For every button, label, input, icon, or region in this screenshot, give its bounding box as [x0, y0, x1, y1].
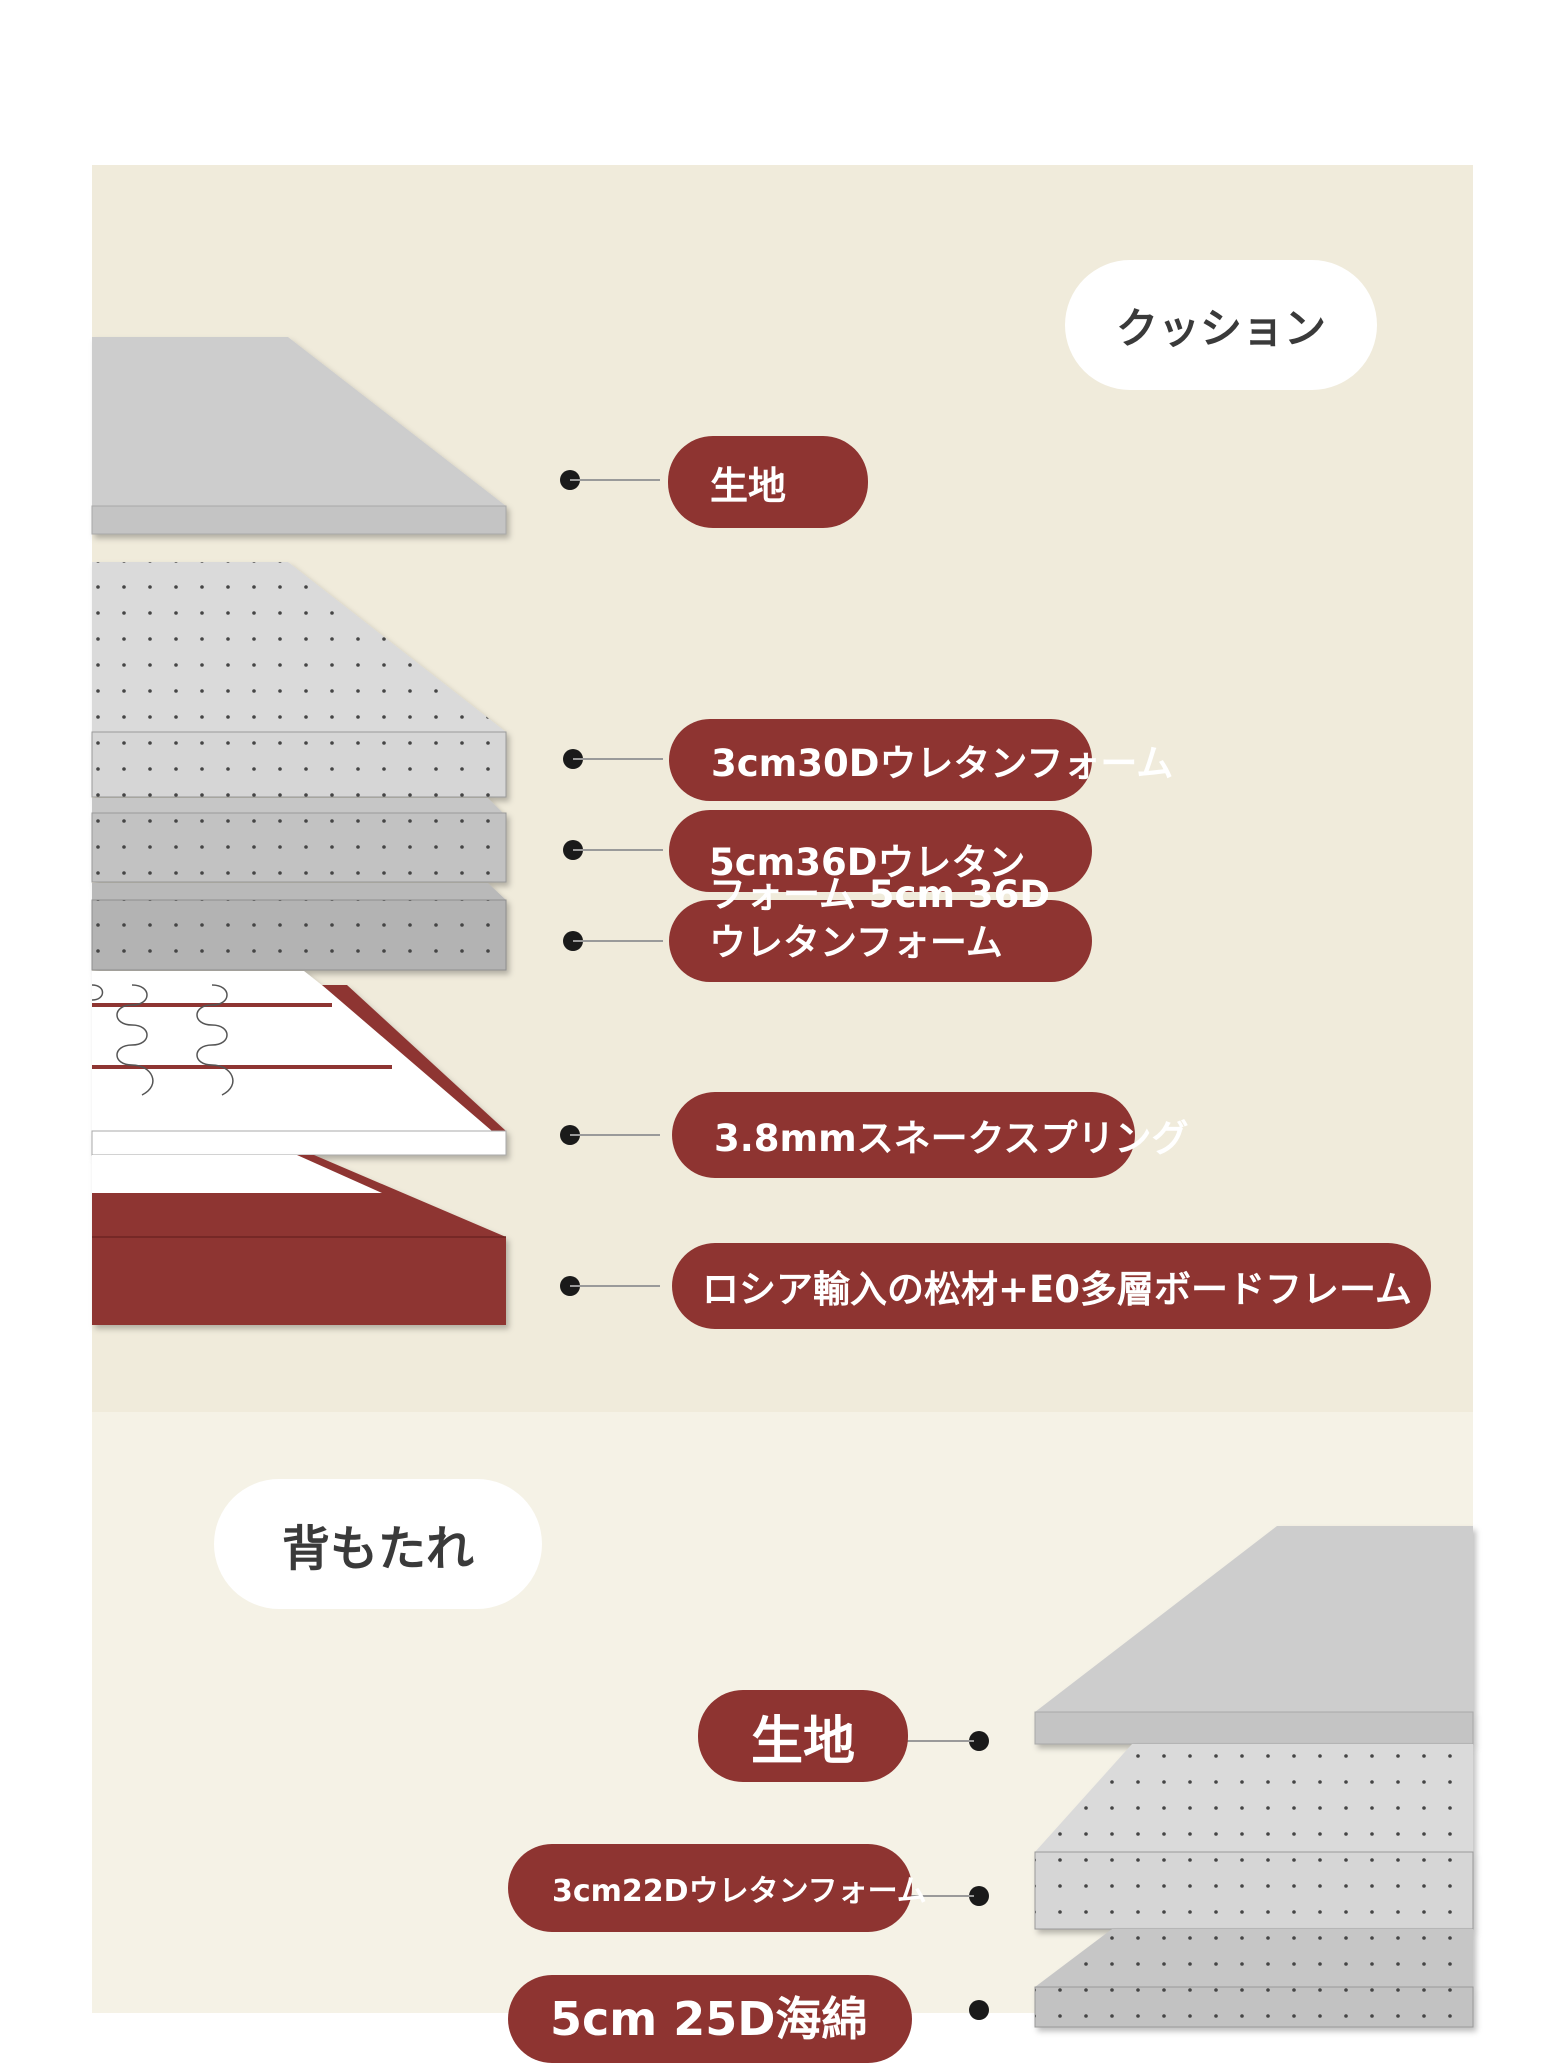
label-frame: ロシア輸入の松材+E0多層ボードフレーム [672, 1243, 1431, 1329]
leader-line [573, 849, 663, 851]
leader-line [573, 940, 663, 942]
back-label-foam-5cm: 5cm 25D海綿 [508, 1975, 912, 2063]
label-spring: 3.8mmスネークスプリング [672, 1092, 1189, 1178]
back-label-fabric: 生地 [698, 1690, 908, 1782]
leader-line [573, 758, 663, 760]
leader-dot [969, 1886, 989, 1906]
leader-dot [969, 2000, 989, 2020]
back-foam-5cm-layer [1034, 1929, 1474, 2028]
foam-5cm-layer-b [91, 883, 507, 971]
label-foam-5cm-a: 5cm36Dウレタン [669, 810, 1092, 892]
foam-3cm-layer [91, 562, 507, 798]
label-foam-5cm-b: ウレタンフォーム [669, 900, 1092, 982]
leader-line [879, 1740, 974, 1742]
label-foam-5cm-overlap: フォーム 5cm 36D [709, 873, 1051, 916]
frame-layer [92, 1155, 506, 1325]
cushion-title: クッション [1065, 260, 1377, 390]
label-fabric: 生地 [668, 436, 868, 528]
back-label-foam-3cm: 3cm22Dウレタンフォーム [508, 1844, 927, 1932]
fabric-layer [91, 337, 507, 535]
leader-line [879, 1895, 974, 1897]
back-fabric-layer [1034, 1526, 1474, 1745]
spring-layer [91, 971, 507, 1156]
cushion-panel: クッション 生地 3cm30Dウレタンフォーム 5cm36Dウレタン ウレタンフ… [91, 165, 1473, 1412]
label-foam-3cm: 3cm30Dウレタンフォーム [669, 719, 1173, 801]
leader-line [570, 1134, 660, 1136]
leader-line [570, 1285, 660, 1287]
backrest-panel: 背もたれ 生地 3cm22Dウレタンフォーム 5cm 25D海綿 [92, 1412, 1474, 2063]
foam-5cm-layer-a [91, 798, 507, 883]
back-foam-3cm-layer [1034, 1744, 1474, 1930]
leader-line [570, 479, 660, 481]
leader-dot [969, 1731, 989, 1751]
backrest-title: 背もたれ [214, 1479, 542, 1609]
